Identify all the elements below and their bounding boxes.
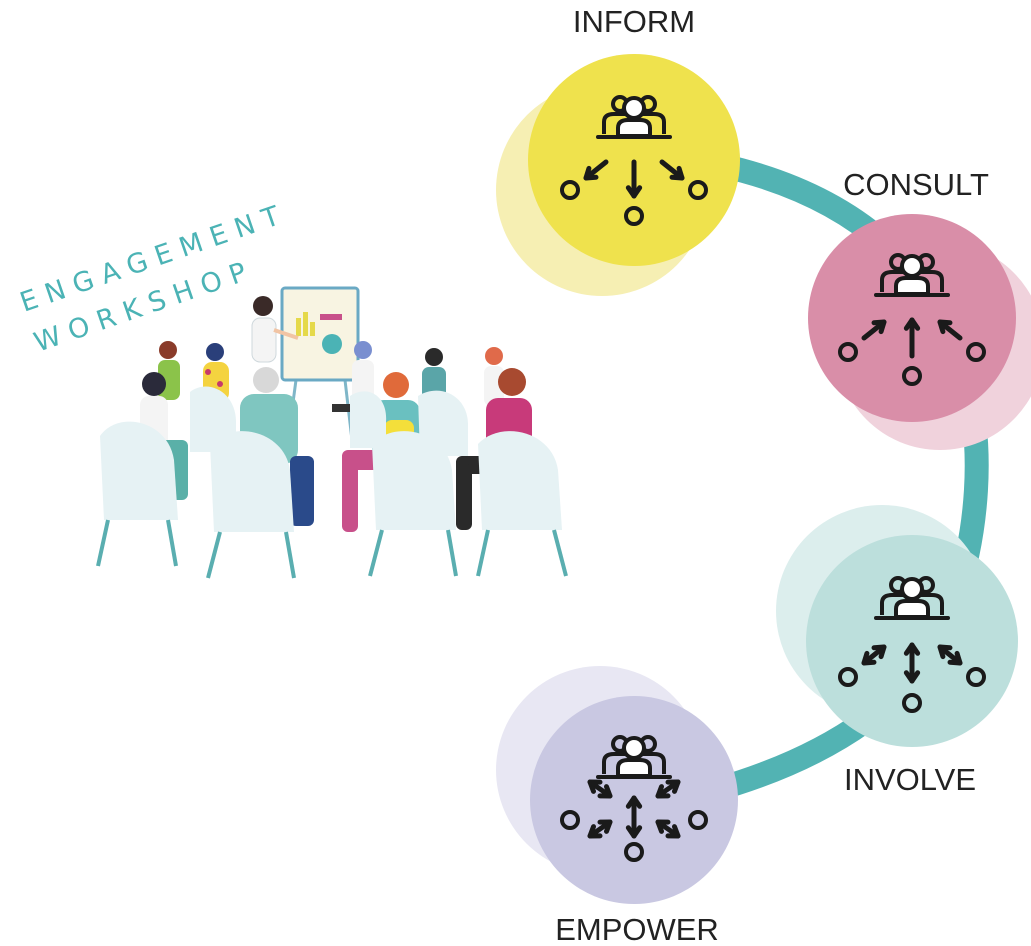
- stage-involve: INVOLVE: [776, 505, 1018, 797]
- stage-label-inform: INFORM: [573, 4, 695, 39]
- presenter-figure: [251, 296, 299, 363]
- stage-inform: INFORM: [496, 4, 740, 296]
- arrows-icon: [560, 779, 708, 862]
- stages-layer: INFORM CONSULT INVOLVE EMPOWER: [496, 4, 1031, 946]
- stage-empower: EMPOWER: [496, 666, 738, 946]
- stage-label-empower: EMPOWER: [555, 912, 719, 946]
- stage-involve-circle: [806, 535, 1018, 747]
- flipchart: [280, 286, 360, 441]
- arrows-icon: [838, 642, 986, 713]
- stage-label-consult: CONSULT: [843, 167, 989, 202]
- stage-consult: CONSULT: [808, 167, 1031, 450]
- arrows-icon: [838, 317, 986, 386]
- stage-label-involve: INVOLVE: [844, 762, 976, 797]
- chairs: [96, 386, 568, 579]
- arrows-icon: [560, 159, 708, 226]
- workshop-illustration: ENGAGEMENT WORKSHOP: [16, 198, 568, 579]
